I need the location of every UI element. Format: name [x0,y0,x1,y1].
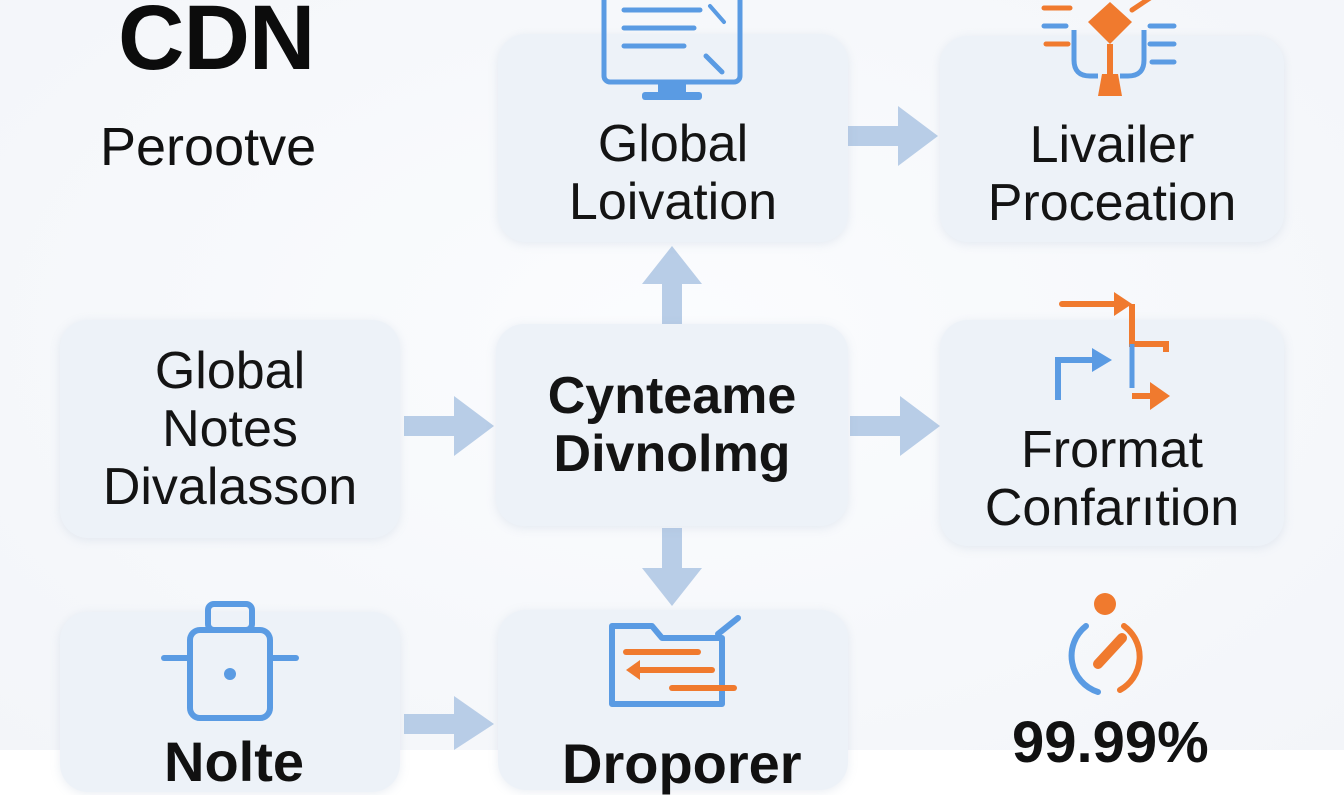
node-global-notes-line-2: Notes [162,399,298,458]
node-global-location-line-1: Global [597,114,749,173]
network-node-icon [1040,0,1180,104]
node-center-line-2: Divnolmg [553,425,791,483]
node-livailer-line-1: Livailer [1029,115,1195,174]
arrow-center-to-format [850,396,940,456]
node-center: Cynteame Divnolmg [496,324,848,526]
page-title: CDN [118,0,315,89]
server-chip-icon [160,600,300,724]
node-format-line-1: Frormat [1021,420,1203,479]
node-global-notes: Global Notes Divalasson [60,320,400,538]
arrow-notes-to-center [404,396,494,456]
node-format-line-2: Confarıtion [984,479,1240,537]
arrow-center-to-bottom [642,528,702,606]
uptime-value: 99.99% [1012,710,1209,775]
node-global-location-line-2: Loivation [568,173,778,231]
node-bottom-left-label: Nolte [164,730,304,793]
node-global-notes-line-1: Global [154,341,306,400]
node-format-confartion: Frormat Confarıtion [940,320,1284,546]
node-bottom-center-label: Droporer [562,732,802,795]
arrow-center-to-global-location [642,246,702,324]
monitor-icon [598,0,746,104]
arrow-bottom-left-to-bottom-center [404,696,494,750]
node-center-line-1: Cynteame [547,366,797,425]
node-global-notes-line-3: Divalasson [102,458,358,517]
arrow-global-location-to-livailer [848,106,938,166]
node-livailer-line-2: Proceation [987,174,1237,232]
page-subtitle: Perootve [100,117,317,177]
node-livailer-proceation: Livailer Proceation [940,36,1284,242]
folder-transfer-icon [606,612,746,712]
routing-arrows-icon [1048,290,1176,412]
uptime-gauge-icon [1058,590,1168,700]
node-global-location: Global Loivation [498,34,848,242]
